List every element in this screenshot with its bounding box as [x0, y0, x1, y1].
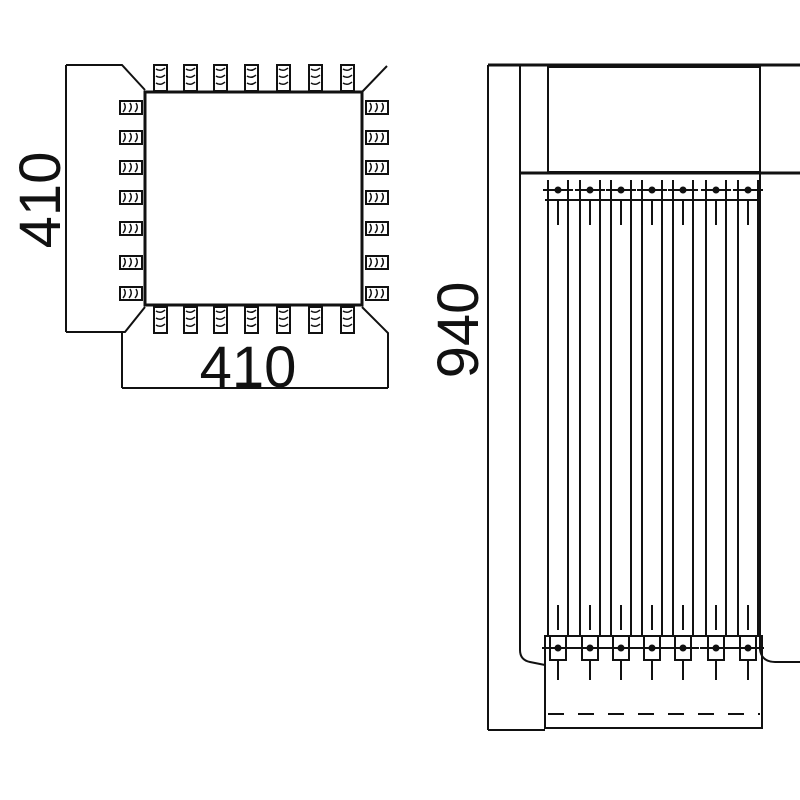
pad: [119, 190, 143, 205]
pad: [183, 306, 198, 334]
rod: [700, 180, 732, 680]
length-dimension-label: 940: [426, 282, 491, 379]
pad: [153, 64, 168, 92]
pad: [119, 130, 143, 145]
pad: [119, 100, 143, 115]
pad: [153, 306, 168, 334]
pad: [365, 221, 389, 236]
pad: [365, 255, 389, 270]
pad: [308, 306, 323, 334]
rod: [636, 180, 668, 680]
pad: [340, 306, 355, 334]
top-view: [65, 64, 389, 389]
pad: [119, 286, 143, 301]
rod: [574, 180, 606, 680]
rod: [542, 180, 574, 680]
pad: [308, 64, 323, 92]
width-dimension-label: 410: [200, 335, 297, 400]
pad: [365, 130, 389, 145]
dimension-extension-top: [66, 64, 146, 91]
dimension-extension-bottom-left: [66, 306, 146, 333]
pad: [119, 255, 143, 270]
rod: [605, 180, 637, 680]
pad: [119, 221, 143, 236]
pad: [365, 286, 389, 301]
top-housing: [547, 66, 761, 173]
pad: [365, 100, 389, 115]
side-view: [487, 63, 800, 731]
pad: [213, 64, 228, 92]
rod: [732, 180, 764, 680]
pad: [244, 64, 259, 92]
pad: [213, 306, 228, 334]
pad: [244, 306, 259, 334]
pad: [183, 64, 198, 92]
pad: [119, 160, 143, 175]
pad: [276, 306, 291, 334]
rod: [667, 180, 699, 680]
pad: [365, 160, 389, 175]
chip-body: [143, 90, 364, 307]
pad: [365, 190, 389, 205]
pad: [340, 64, 355, 92]
height-dimension-label: 410: [8, 152, 73, 249]
pad: [276, 64, 291, 92]
